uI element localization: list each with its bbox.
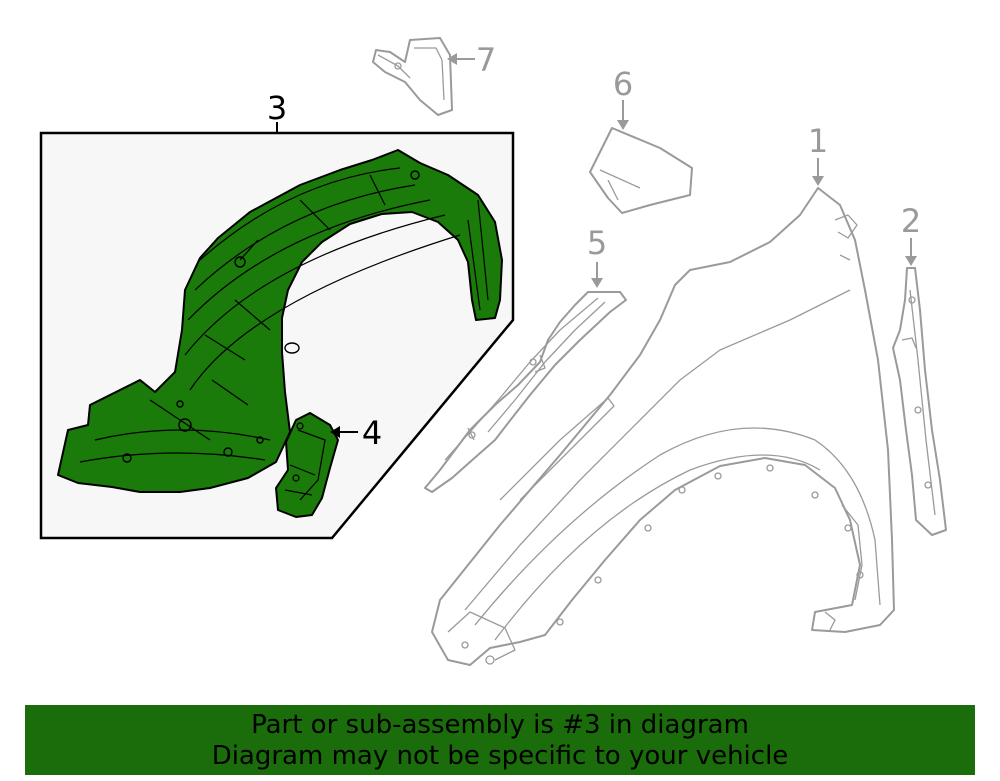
- info-banner: Part or sub-assembly is #3 in diagram Di…: [25, 705, 975, 775]
- part-4-bracket[interactable]: [275, 412, 339, 518]
- part-2-strip[interactable]: [892, 267, 947, 536]
- part-5-rail-bracket[interactable]: [424, 291, 627, 501]
- callout-3: 3: [267, 89, 287, 127]
- callout-2: 2: [901, 202, 921, 240]
- callout-7: 7: [476, 41, 496, 79]
- part-6-panel[interactable]: [589, 127, 693, 214]
- callout-5: 5: [587, 224, 607, 262]
- banner-line-1: Part or sub-assembly is #3 in diagram: [251, 710, 749, 740]
- callout-1: 1: [808, 122, 828, 160]
- part-7-clip[interactable]: [372, 37, 453, 116]
- leader-lines: [276, 53, 917, 438]
- part-1-fender[interactable]: [431, 187, 895, 666]
- banner-line-2: Diagram may not be specific to your vehi…: [211, 741, 789, 771]
- part-3-fender-liner[interactable]: [57, 149, 503, 493]
- callout-4: 4: [362, 414, 382, 452]
- callout-6: 6: [613, 65, 633, 103]
